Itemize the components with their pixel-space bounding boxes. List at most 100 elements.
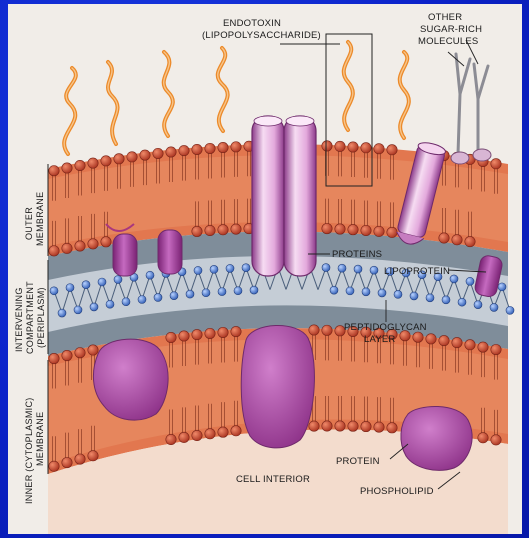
label-other-2: SUGAR-RICH: [420, 24, 482, 35]
peptidoglycan-node: [202, 289, 210, 297]
phospholipid-head: [218, 142, 228, 152]
phospholipid-head: [88, 158, 98, 168]
peptidoglycan-node: [218, 288, 226, 296]
phospholipid-head: [179, 331, 189, 341]
peptidoglycan-node: [466, 277, 474, 285]
phospholipid-head: [309, 421, 319, 431]
label-endotoxin: ENDOTOXIN: [223, 18, 281, 29]
phospholipid-head: [179, 145, 189, 155]
phospholipid-head: [491, 344, 501, 354]
peptidoglycan-node: [138, 295, 146, 303]
phospholipid-head: [439, 335, 449, 345]
phospholipid-head: [205, 143, 215, 153]
peptidoglycan-node: [106, 300, 114, 308]
peptidoglycan-node: [410, 292, 418, 300]
phospholipid-head: [75, 160, 85, 170]
phospholipid-head: [322, 325, 332, 335]
label-phospholipid: PHOSPHOLIPID: [360, 486, 434, 497]
peptidoglycan-node: [378, 289, 386, 297]
phospholipid-head: [452, 235, 462, 245]
phospholipid-head: [49, 166, 59, 176]
phospholipid-head: [62, 457, 72, 467]
label-other-1: OTHER: [428, 12, 462, 23]
phospholipid-head: [205, 328, 215, 338]
porin-protein: [252, 116, 316, 276]
phospholipid-head: [348, 421, 358, 431]
phospholipid-head: [361, 421, 371, 431]
peptidoglycan-node: [226, 264, 234, 272]
sugar-rich-molecules: [456, 54, 488, 154]
phospholipid-head: [127, 152, 137, 162]
peptidoglycan-node: [66, 284, 74, 292]
peptidoglycan-node: [58, 309, 66, 317]
side-label-inner-2: MEMBRANE: [35, 412, 45, 466]
label-proteins: PROTEINS: [332, 249, 382, 260]
phospholipid-head: [153, 148, 163, 158]
phospholipid-head: [478, 433, 488, 443]
peptidoglycan-node: [82, 281, 90, 289]
phospholipid-head: [465, 340, 475, 350]
phospholipid-head: [231, 224, 241, 234]
side-label-inter-2: COMPARTMENT: [25, 281, 35, 354]
phospholipid-head: [218, 327, 228, 337]
phospholipid-head: [335, 421, 345, 431]
phospholipid-head: [75, 241, 85, 251]
peptidoglycan-node: [114, 276, 122, 284]
phospholipid-head: [374, 144, 384, 154]
peptidoglycan-node: [354, 265, 362, 273]
peptidoglycan-node: [442, 296, 450, 304]
peptidoglycan-node: [474, 301, 482, 309]
phospholipid-head: [88, 345, 98, 355]
lps-chains: [64, 42, 409, 154]
phospholipid-head: [348, 224, 358, 234]
label-lipoprotein: LIPOPROTEIN: [384, 266, 450, 277]
phospholipid-head: [361, 225, 371, 235]
phospholipid-head: [166, 147, 176, 157]
phospholipid-head: [231, 426, 241, 436]
peptidoglycan-node: [90, 303, 98, 311]
peptidoglycan-node: [50, 287, 58, 295]
label-peptidoglycan-1: PEPTIDOGLYCAN: [344, 322, 427, 333]
phospholipid-head: [374, 226, 384, 236]
peptidoglycan-node: [506, 306, 514, 314]
peptidoglycan-node: [234, 287, 242, 295]
phospholipid-head: [88, 239, 98, 249]
peptidoglycan-node: [98, 278, 106, 286]
phospholipid-head: [62, 243, 72, 253]
peptidoglycan-node: [146, 271, 154, 279]
phospholipid-head: [387, 227, 397, 237]
phospholipid-head: [101, 237, 111, 247]
phospholipid-head: [205, 225, 215, 235]
phospholipid-head: [192, 144, 202, 154]
phospholipid-head: [413, 332, 423, 342]
peptidoglycan-node: [370, 266, 378, 274]
phospholipid-head: [192, 430, 202, 440]
peptidoglycan-node: [186, 290, 194, 298]
side-labels: OUTER MEMBRANE INTERVENING COMPARTMENT (…: [14, 192, 46, 504]
peptidoglycan-node: [210, 265, 218, 273]
phospholipid-head: [374, 422, 384, 432]
side-label-inner-1: INNER (CYTOPLASMIC): [24, 397, 34, 504]
phospholipid-head: [322, 421, 332, 431]
peptidoglycan-node: [242, 264, 250, 272]
phospholipid-head: [309, 325, 319, 335]
side-label-inter-1: INTERVENING: [14, 287, 24, 352]
side-label-outer-1: OUTER: [24, 207, 34, 240]
phospholipid-head: [387, 145, 397, 155]
peptidoglycan-node: [346, 287, 354, 295]
phospholipid-head: [426, 334, 436, 344]
side-label-inter-3: (PERIPLASM): [36, 287, 46, 348]
label-other-3: MOLECULES: [418, 36, 478, 47]
peptidoglycan-node: [362, 288, 370, 296]
phospholipid-head: [322, 141, 332, 151]
phospholipid-head: [114, 154, 124, 164]
peptidoglycan-node: [458, 298, 466, 306]
phospholipid-head: [192, 226, 202, 236]
phospholipid-head: [49, 246, 59, 256]
phospholipid-head: [491, 435, 501, 445]
peptidoglycan-node: [322, 264, 330, 272]
phospholipid-head: [387, 423, 397, 433]
peptidoglycan-node: [450, 275, 458, 283]
peptidoglycan-node: [154, 293, 162, 301]
phospholipid-head: [205, 429, 215, 439]
